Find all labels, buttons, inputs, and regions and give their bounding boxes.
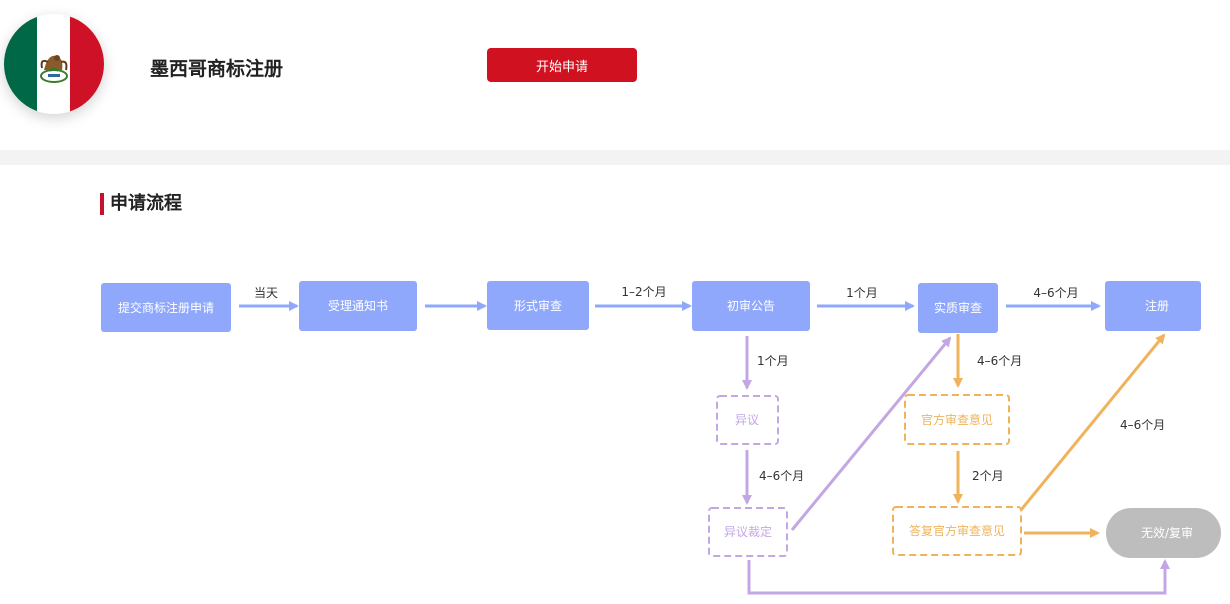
header: 墨西哥商标注册 开始申请 — [0, 0, 1230, 150]
node-opposition-ruling-label: 异议裁定 — [724, 524, 772, 539]
node-submit-label: 提交商标注册申请 — [118, 300, 214, 315]
node-oa-response-label: 答复官方审查意见 — [909, 523, 1005, 538]
node-opposition-label: 异议 — [735, 413, 759, 427]
node-office-action-label: 官方审查意见 — [921, 412, 993, 427]
edge-response-register — [1019, 333, 1166, 511]
node-formal-label: 形式审查 — [514, 298, 562, 313]
node-submit: 提交商标注册申请 — [101, 283, 231, 332]
edge-ruling-substantive — [790, 336, 952, 531]
node-invalid-review: 无效/复审 — [1106, 508, 1221, 558]
section-title: 申请流程 — [100, 193, 182, 215]
node-opposition: 异议 — [716, 395, 779, 445]
node-office-action: 官方审查意见 — [904, 394, 1010, 445]
edge-label-oa-resp: 2个月 — [972, 469, 1004, 483]
edge-label-sub-reg: 4–6个月 — [1033, 286, 1078, 300]
node-register-label: 注册 — [1145, 298, 1169, 313]
edge-label-resp-reg: 4–6个月 — [1120, 418, 1165, 432]
edge-label-prelim-opp: 1个月 — [757, 354, 789, 368]
node-substantive-label: 实质审查 — [934, 300, 982, 315]
node-invalid-label: 无效/复审 — [1141, 525, 1193, 540]
edge-label-sub-oa: 4–6个月 — [977, 354, 1022, 368]
node-receipt-label: 受理通知书 — [328, 299, 388, 313]
node-prelim-publication: 初审公告 — [692, 281, 810, 331]
start-application-button[interactable]: 开始申请 — [487, 48, 637, 82]
node-registration: 注册 — [1105, 281, 1201, 331]
node-oa-response: 答复官方审查意见 — [892, 506, 1022, 556]
node-substantive-exam: 实质审查 — [918, 283, 998, 333]
edge-label-opp-ruling: 4–6个月 — [759, 469, 804, 483]
section-divider — [0, 150, 1230, 165]
edge-ruling-invalid — [747, 559, 1170, 595]
page-title: 墨西哥商标注册 — [150, 58, 284, 80]
edge-label-same-day: 当天 — [254, 286, 278, 300]
edge-label-prelim-sub: 1个月 — [846, 286, 878, 300]
node-formal-exam: 形式审查 — [487, 281, 589, 330]
node-opposition-ruling: 异议裁定 — [708, 507, 788, 557]
edge-label-formal-prelim: 1–2个月 — [621, 285, 666, 299]
node-prelim-label: 初审公告 — [727, 298, 775, 313]
node-receipt: 受理通知书 — [299, 281, 417, 331]
